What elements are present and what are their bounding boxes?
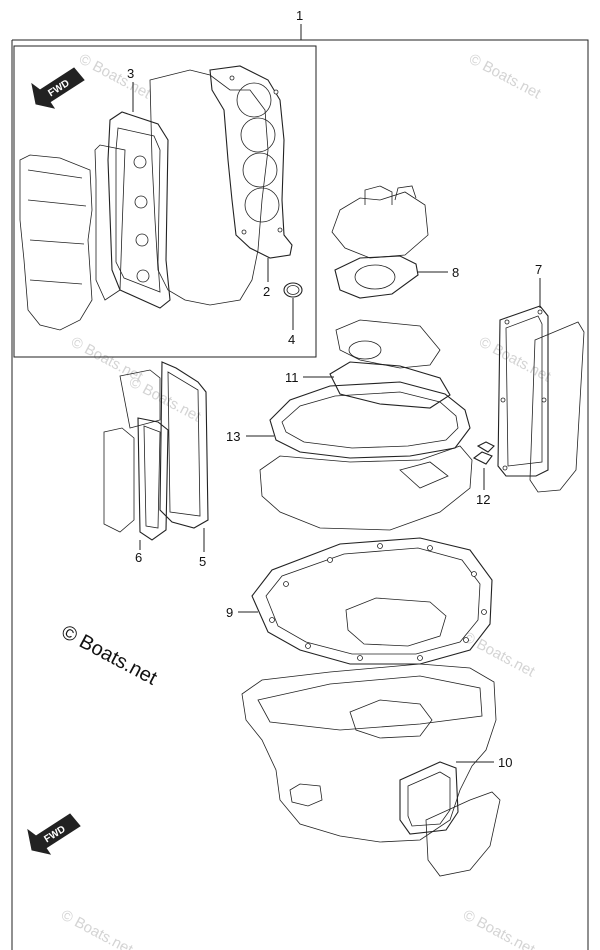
callout-5: 5: [199, 554, 206, 569]
fwd-arrow-top: FWD: [31, 67, 85, 109]
part-8-thermostat-gasket: [334, 255, 419, 299]
callout-12: 12: [476, 492, 490, 507]
callout-3: 3: [127, 66, 134, 81]
part-3-valve-cover-gasket: [107, 111, 171, 309]
outer-frame: [11, 39, 589, 950]
callout-1: 1: [296, 8, 303, 23]
part-6-gasket: [137, 417, 169, 541]
part-2-head-gasket: [209, 65, 293, 259]
part-12-clip: [472, 441, 495, 465]
watermark-bottom-right: © Boats.net: [460, 907, 538, 950]
part-9-mid-gasket: [251, 537, 493, 665]
fwd-arrow-bottom: FWD: [27, 813, 81, 855]
side-cover: [529, 321, 585, 493]
part-5-gasket: [159, 361, 209, 529]
side-plate-left: [103, 369, 161, 533]
part-11-gasket: [329, 361, 451, 409]
part-13-upper-gasket: [269, 381, 471, 459]
watermark-mid-right: © Boats.net: [476, 334, 554, 386]
watermark-main: © Boats.net: [58, 621, 161, 690]
intake-manifold: [335, 319, 441, 369]
callout-13: 13: [226, 429, 240, 444]
watermark-top-left: © Boats.net: [76, 51, 154, 103]
leader-lines: [132, 24, 541, 763]
watermark-bottom-left: © Boats.net: [58, 907, 136, 950]
callout-7: 7: [535, 262, 542, 277]
part-10-gasket: [399, 761, 459, 835]
watermark-top-right: © Boats.net: [466, 51, 544, 103]
callouts: 1 2 3 4 5 6 7 8 9 10 11 12 13: [127, 8, 542, 770]
lower-housing: [241, 663, 497, 843]
callout-8: 8: [452, 265, 459, 280]
upper-housing: [259, 445, 473, 531]
thermostat-housing: [331, 185, 429, 259]
callout-10: 10: [498, 755, 512, 770]
engine-block-outline: [19, 69, 269, 331]
callout-4: 4: [288, 332, 295, 347]
callout-2: 2: [263, 284, 270, 299]
part-4-o-ring: [283, 282, 303, 298]
lower-cover: [425, 791, 501, 877]
callout-6: 6: [135, 550, 142, 565]
part-7-side-gasket: [497, 305, 549, 477]
inner-frame: [13, 45, 317, 358]
callout-9: 9: [226, 605, 233, 620]
watermark-right-lower: © Boats.net: [460, 629, 538, 681]
callout-11: 11: [285, 370, 299, 385]
